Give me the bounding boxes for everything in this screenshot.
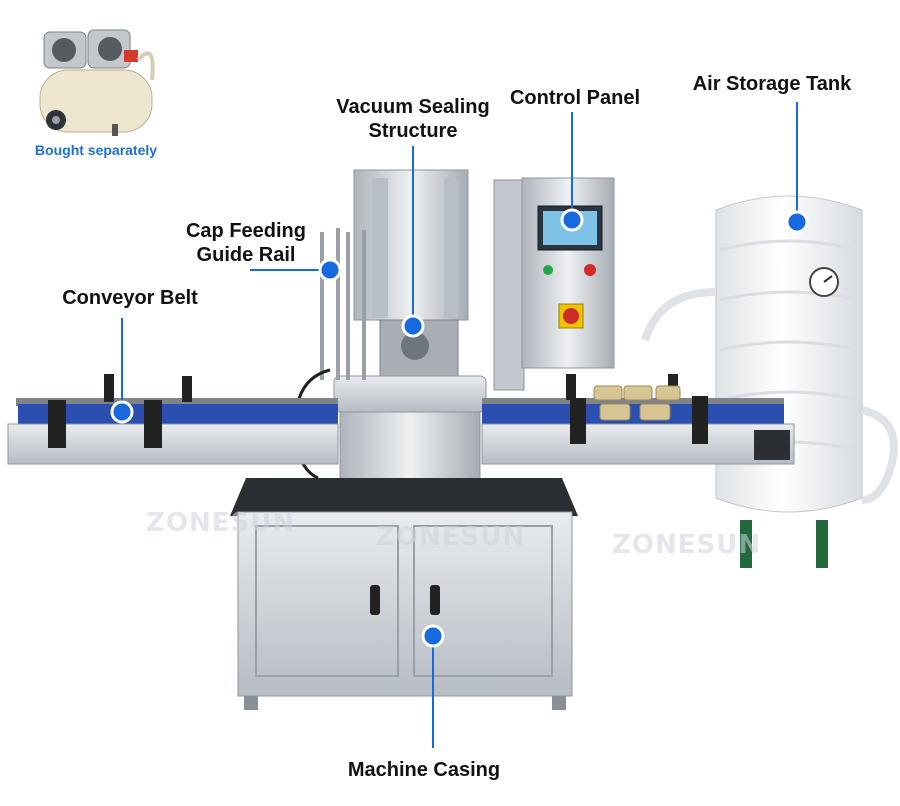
callout-conveyor-belt: Conveyor Belt (50, 286, 210, 310)
watermark: ZONESUN (376, 522, 526, 552)
callout-line: Vacuum Sealing (336, 96, 490, 118)
callout-cap-feeding-guide-rail: Cap Feeding Guide Rail (176, 219, 316, 267)
bought-separately-caption: Bought separately (34, 142, 158, 158)
conveyor-belt (7, 374, 795, 465)
callout-line: Cap Feeding (185, 220, 306, 242)
callout-line: Conveyor Belt (62, 287, 198, 309)
marker-rail (318, 258, 342, 282)
air-storage-tank (641, 195, 898, 568)
callout-line: Control Panel (509, 87, 640, 109)
watermark: ZONESUN (146, 508, 296, 538)
callout-line: Structure (368, 120, 458, 142)
marker-conveyor (110, 400, 134, 424)
callout-vacuum-sealing-structure: Vacuum Sealing Structure (310, 95, 516, 143)
callout-air-storage-tank: Air Storage Tank (680, 72, 864, 96)
marker-casing (421, 624, 445, 648)
callout-line: Machine Casing (347, 759, 501, 781)
control-panel (493, 177, 615, 391)
air-compressor-icon (39, 29, 155, 136)
marker-vacuum (401, 314, 425, 338)
marker-control (560, 208, 584, 232)
machine-casing (230, 478, 578, 710)
callout-control-panel: Control Panel (500, 86, 650, 110)
callout-line: Guide Rail (196, 244, 296, 266)
callout-line: Air Storage Tank (692, 73, 852, 95)
marker-tank (785, 210, 809, 234)
leader-lines (121, 102, 798, 748)
callout-markers (110, 208, 809, 648)
vacuum-sealing-structure (333, 169, 487, 483)
watermark: ZONESUN (612, 530, 762, 560)
callout-machine-casing: Machine Casing (338, 758, 510, 782)
